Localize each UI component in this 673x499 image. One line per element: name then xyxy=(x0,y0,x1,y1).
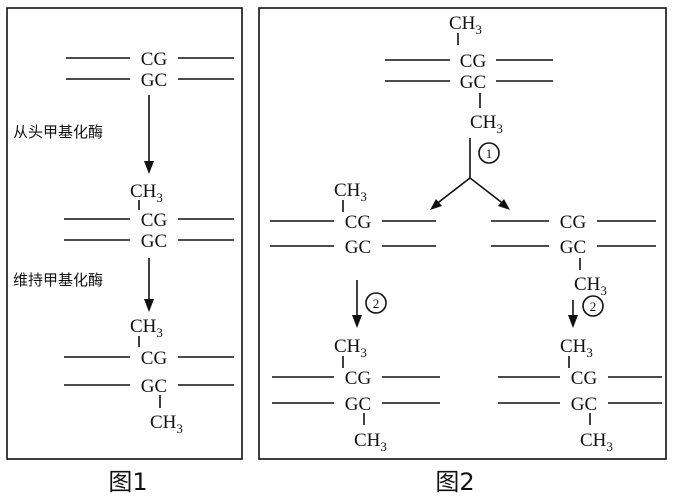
methyl-group-label: CH3 xyxy=(130,316,163,340)
arrow-head xyxy=(498,199,510,210)
fig1-top-base-pair: CG xyxy=(141,210,168,231)
fig2-dna-left-daughter: CH3 CG GC xyxy=(270,180,436,258)
fig2-bottom-base-pair: GC xyxy=(345,394,371,415)
fig1-top-base-pair: CG xyxy=(141,49,168,70)
fig1-bottom-base-pair: GC xyxy=(141,70,167,91)
fig1-top-base-pair: CG xyxy=(141,348,168,369)
methyl-group-label: CH3 xyxy=(130,181,163,205)
step2-circle xyxy=(582,295,604,317)
arrow-head xyxy=(144,161,154,174)
fig2-top-base-pair: CG xyxy=(460,51,487,72)
fig1-bottom-base-pair: GC xyxy=(141,376,167,397)
arrow-head xyxy=(430,199,442,210)
methyl-group-label: CH3 xyxy=(574,274,607,298)
fig2-top-base-pair: CG xyxy=(560,212,587,233)
arrow-head xyxy=(568,315,578,328)
fig2-bottom-base-pair: GC xyxy=(460,72,486,93)
arrow-head xyxy=(352,315,362,328)
figure2-frame xyxy=(258,7,667,460)
fig1-dna-hemimethylated: CH3 CG GC xyxy=(64,181,234,252)
methyl-group-label: CH3 xyxy=(334,180,367,204)
methyl-group-label: CH3 xyxy=(580,430,613,454)
fig2-top-base-pair: CG xyxy=(571,368,598,389)
step1-circle xyxy=(478,142,500,164)
fig1-dna-unmethylated: CG GC xyxy=(66,49,234,91)
fig2-top-base-pair: CG xyxy=(345,368,372,389)
step2-circle xyxy=(365,292,387,314)
figure2-caption: 图2 xyxy=(435,468,474,496)
fig1-dna-fully-methylated: CH3 CG GC CH3 xyxy=(64,316,234,436)
figure1-caption: 图1 xyxy=(108,468,147,496)
fig1-bottom-base-pair: GC xyxy=(141,231,167,252)
fig2-dna-right-final: CH3 CG GC CH3 xyxy=(498,336,662,454)
step1-number: 1 xyxy=(486,146,493,161)
maintenance-methylase-label: 维持甲基化酶 xyxy=(13,271,103,289)
figure1-frame xyxy=(6,7,243,460)
fig2-dna-left-final: CH3 CG GC CH3 xyxy=(272,336,440,454)
de-novo-methylase-label: 从头甲基化酶 xyxy=(13,123,103,141)
fig2-top-base-pair: CG xyxy=(345,212,372,233)
fig2-dna-parent: CH3 CG GC CH3 xyxy=(385,13,553,136)
fig2-bottom-base-pair: GC xyxy=(560,237,586,258)
methyl-group-label: CH3 xyxy=(354,430,387,454)
methyl-group-label: CH3 xyxy=(560,336,593,360)
arrow-head xyxy=(144,299,154,312)
methyl-group-label: CH3 xyxy=(334,336,367,360)
methyl-group-label: CH3 xyxy=(470,112,503,136)
methyl-group-label: CH3 xyxy=(449,13,482,37)
step2-number: 2 xyxy=(373,296,380,311)
methyl-group-label: CH3 xyxy=(150,412,183,436)
fig2-bottom-base-pair: GC xyxy=(345,237,371,258)
fig2-dna-right-daughter: CG GC CH3 xyxy=(491,212,656,298)
step2-number: 2 xyxy=(590,299,597,314)
fig2-bottom-base-pair: GC xyxy=(571,394,597,415)
